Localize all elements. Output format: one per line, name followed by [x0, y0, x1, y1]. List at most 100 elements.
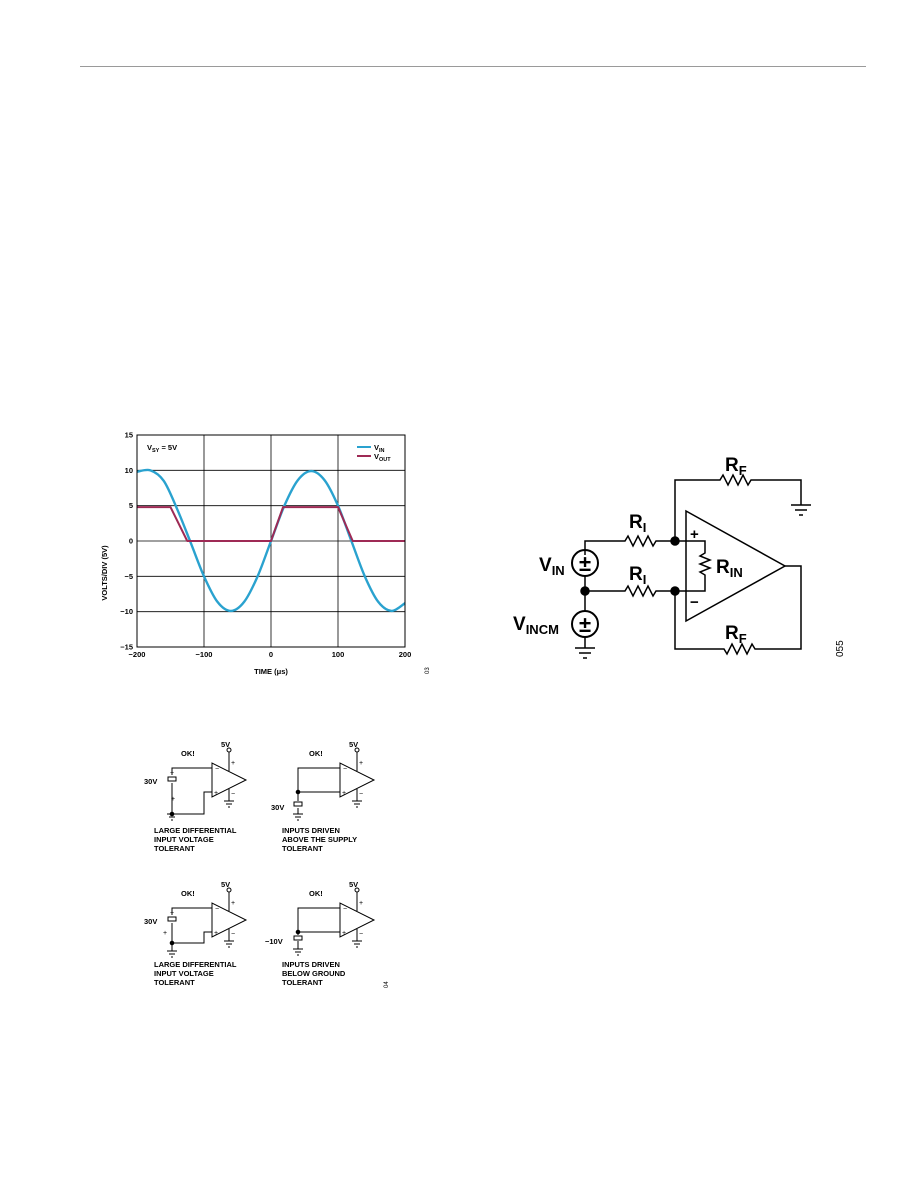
rf-bottom-label: RF	[725, 623, 747, 646]
panel-2-caption-2: ABOVE THE SUPPLY	[282, 835, 357, 844]
panel-2-supply: 5V	[349, 740, 358, 749]
panel-4-caption-1: INPUTS DRIVEN	[282, 960, 340, 969]
tolerance-panel-3	[167, 887, 248, 958]
panel-2-supply-node	[354, 747, 360, 753]
rf-top-label: RF	[725, 455, 747, 478]
differential-amp-circuit: ± ± RF RF RI RI RIN VIN VINCM + − 055	[505, 445, 865, 675]
x-tick-label: 200	[399, 650, 412, 659]
op-amp-triangle	[685, 509, 787, 623]
panel-3-pin-minus: −	[215, 906, 219, 913]
panel-4-supply-node	[354, 887, 360, 893]
panel-3-pin-plus: +	[214, 930, 218, 937]
chart-figure-id: 03	[425, 667, 431, 674]
supply-annotation: VSY = 5V	[147, 443, 177, 454]
panel-4-wiring	[293, 892, 362, 956]
panel-2-caption-3: TOLERANT	[282, 844, 323, 853]
panel-1-opamp	[211, 762, 248, 798]
panel-1-caption-2: INPUT VOLTAGE	[154, 835, 214, 844]
y-tick-label: −10	[120, 607, 133, 616]
panel-2-pin-plus: +	[342, 790, 346, 797]
panel-1-node	[169, 811, 175, 817]
y-tick-label: −15	[120, 643, 133, 652]
panel-4-supply: 5V	[349, 880, 358, 889]
y-tick-label: 5	[129, 501, 133, 510]
legend-label-vin: VIN	[374, 443, 385, 454]
panel-2-pin-minus: −	[343, 766, 347, 773]
panel-1-pin-minus: −	[215, 766, 219, 773]
panel-4-caption-3: TOLERANT	[282, 978, 323, 987]
panel-4-ok: OK!	[309, 889, 323, 898]
panel-4-battery	[293, 935, 303, 941]
panel-3-battery	[167, 916, 177, 922]
panel-2-gnd-minus: −	[359, 791, 363, 798]
x-tick-label: −100	[196, 650, 213, 659]
legend-label-vout: VOUT	[374, 452, 391, 463]
x-tick-label: 0	[269, 650, 273, 659]
vincm-source-sign: ±	[579, 612, 591, 637]
vincm-label: VINCM	[513, 614, 559, 637]
panel-3-wiring	[167, 892, 234, 958]
panel-3-caption-2: INPUT VOLTAGE	[154, 969, 214, 978]
top-input-wire	[584, 534, 686, 555]
panel-2-node	[295, 789, 301, 795]
panel-1-ok: OK!	[181, 749, 195, 758]
ri-top-label: RI	[629, 512, 646, 535]
circuit-figure-id: 055	[835, 640, 846, 657]
panel-4-battery-plus: +	[163, 930, 167, 937]
y-tick-label: 15	[125, 431, 133, 440]
y-tick-label: −5	[124, 572, 133, 581]
panel-1-supply-node	[226, 747, 232, 753]
panel-1-caption-3: TOLERANT	[154, 844, 195, 853]
tolerance-panel-4	[293, 887, 376, 956]
x-axis-label: TIME (μs)	[254, 667, 288, 676]
plot-frame	[136, 434, 406, 648]
panel-3-gnd-minus: −	[231, 931, 235, 938]
panel-2-caption-1: INPUTS DRIVEN	[282, 826, 340, 835]
tolerance-panel-1	[167, 747, 248, 821]
node-dot-top	[670, 536, 680, 546]
panel-1-pin-plus: +	[214, 790, 218, 797]
rin-resistor-wire	[686, 540, 713, 592]
panel-1-gnd-minus: −	[231, 791, 235, 798]
panel-1-source: 30V	[144, 777, 157, 786]
y-tick-label: 0	[129, 537, 133, 546]
panel-1-battery	[167, 776, 177, 782]
header-rule	[80, 66, 866, 67]
panel-3-ok: OK!	[181, 889, 195, 898]
top-right-ground-symbol	[791, 504, 811, 516]
panel-4-caption-2: BELOW GROUND	[282, 969, 346, 978]
top-feedback-wire	[674, 473, 802, 541]
node-dot-bottom	[670, 586, 680, 596]
panel-2-source: 30V	[271, 803, 284, 812]
panel-2-battery-plus: +	[171, 796, 175, 803]
panel-3-battery-plus: +	[170, 910, 174, 917]
panel-1-supply-plus: +	[231, 760, 235, 767]
rin-label: RIN	[716, 557, 743, 580]
series-line-vout	[137, 506, 405, 542]
panel-4-node	[295, 929, 301, 935]
panel-2-opamp	[339, 762, 376, 798]
panel-3-opamp	[211, 902, 248, 938]
panel-2-supply-plus: +	[359, 760, 363, 767]
bottom-feedback-wire	[674, 565, 802, 656]
panel-3-supply-node	[226, 887, 232, 893]
ri-bottom-label: RI	[629, 564, 646, 587]
panel-4-pin-minus: −	[343, 906, 347, 913]
panel-3-caption-1: LARGE DIFFERENTIAL	[154, 960, 237, 969]
panel-1-caption-1: LARGE DIFFERENTIAL	[154, 826, 237, 835]
panel-4-gnd-minus: −	[359, 931, 363, 938]
panel-4-source: −10V	[265, 937, 283, 946]
tolerance-panel-2	[293, 747, 376, 821]
panel-1-battery-plus: +	[170, 770, 174, 777]
panel-1-supply: 5V	[221, 740, 230, 749]
panel-4-supply-plus: +	[359, 900, 363, 907]
tolerance-figure-id: 04	[384, 981, 390, 988]
panel-3-supply: 5V	[221, 880, 230, 889]
vin-label: VIN	[539, 555, 565, 578]
x-tick-label: −200	[129, 650, 146, 659]
vin-source-sign: ±	[579, 551, 591, 576]
panel-4-opamp	[339, 902, 376, 938]
panel-2-battery	[293, 801, 303, 807]
